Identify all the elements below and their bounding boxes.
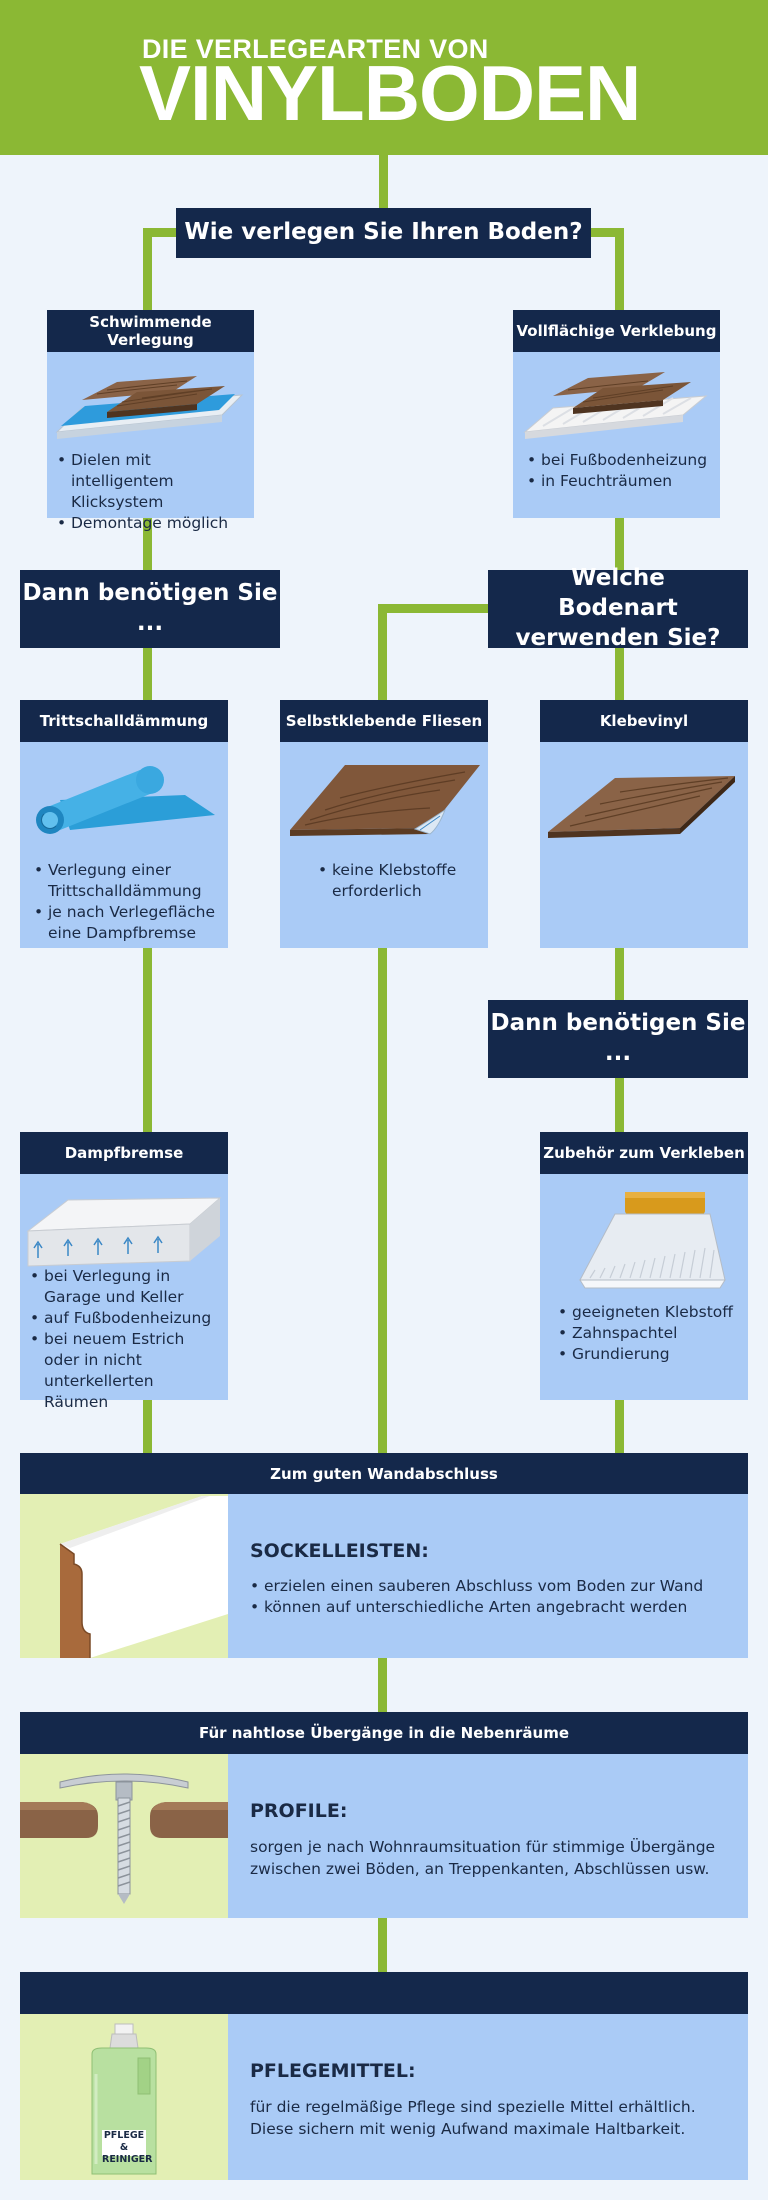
connector-line xyxy=(143,948,152,1132)
floating-bullets: Dielen mit intelligentem Klicksystem Dem… xyxy=(57,450,247,534)
row-transitions-header: Für nahtlose Übergänge in die Nebenräume xyxy=(20,1712,748,1754)
card-glued-header: Vollflächige Verklebung xyxy=(513,310,720,352)
connector-line xyxy=(143,648,152,700)
card-vapor: bei Verlegung in Garage und Keller auf F… xyxy=(20,1174,228,1411)
bullet-item: je nach Verlegefläche eine Dampfbremse xyxy=(34,902,219,944)
transition-profile-illustration xyxy=(20,1773,228,1904)
connector-line xyxy=(615,518,624,570)
row-wall-image-panel xyxy=(20,1494,228,1658)
card-impact-header: Trittschalldämmung xyxy=(20,700,228,742)
glued-floor-illustration xyxy=(523,372,708,439)
connector-line xyxy=(615,1078,624,1132)
wall-title: SOCKELLEISTEN: xyxy=(250,1540,429,1562)
card-vapor-header: Dampfbremse xyxy=(20,1132,228,1174)
adhesive-tile-illustration xyxy=(290,765,480,836)
card-accessories: geeigneten Klebstoff Zahnspachtel Grundi… xyxy=(540,1174,748,1400)
connector-line xyxy=(615,1400,624,1453)
bullet-item: bei Verlegung in Garage und Keller xyxy=(30,1266,222,1308)
connector-line xyxy=(378,604,488,613)
card-gluevinyl-header: Klebevinyl xyxy=(540,700,748,742)
glue-vinyl-illustration xyxy=(548,776,735,838)
notched-trowel-illustration xyxy=(579,1192,726,1289)
bullet-item: Demontage möglich xyxy=(57,513,247,534)
skirting-board-illustration xyxy=(59,1496,228,1658)
care-title: PFLEGEMITTEL: xyxy=(250,2060,416,2082)
bullet-item: können auf unterschiedliche Arten angebr… xyxy=(250,1597,740,1618)
care-text: für die regelmäßige Pflege sind speziell… xyxy=(250,2098,696,2138)
connector-line xyxy=(378,1918,387,1972)
header-title: VINYLBODEN xyxy=(139,49,641,137)
card-floating: Dielen mit intelligentem Klicksystem Dem… xyxy=(47,352,254,534)
connector-line xyxy=(143,228,177,237)
bullet-item: bei Fußbodenheizung xyxy=(527,450,712,471)
header-subtitle: DIE VERLEGEARTEN VON xyxy=(142,34,489,64)
vapor-bullets: bei Verlegung in Garage und Keller auf F… xyxy=(30,1266,222,1413)
transitions-title: PROFILE: xyxy=(250,1800,348,1822)
connector-line xyxy=(615,228,624,310)
row-wall-text-panel: SOCKELLEISTEN: erzielen einen sauberen A… xyxy=(228,1494,748,1658)
bullet-item: geeigneten Klebstoff xyxy=(558,1302,743,1323)
card-selfadhesive: keine Klebstoffe erforderlich xyxy=(280,742,488,948)
card-accessories-header: Zubehör zum Verkleben xyxy=(540,1132,748,1174)
wall-bullets: erzielen einen sauberen Abschluss vom Bo… xyxy=(250,1576,740,1618)
row-transitions-image-panel xyxy=(20,1754,228,1918)
card-floating-header: Schwimmende Verlegung xyxy=(47,310,254,352)
header-banner: DIE VERLEGEARTEN VON VINYLBODEN xyxy=(0,0,768,155)
accessories-bullets: geeigneten Klebstoff Zahnspachtel Grundi… xyxy=(558,1302,743,1365)
row-care-image-panel: PFLEGE & REINIGER xyxy=(20,2014,228,2180)
connector-line xyxy=(379,155,388,210)
connector-line xyxy=(143,228,152,310)
connector-line xyxy=(143,1400,152,1453)
need-box-left: Dann benötigen Sie ... xyxy=(20,570,280,648)
card-glued: bei Fußbodenheizung in Feuchträumen xyxy=(513,352,720,518)
row-care-text-panel: PFLEGEMITTEL: für die regelmäßige Pflege… xyxy=(228,2014,748,2180)
card-impact: Verlegung einer Trittschalldämmung je na… xyxy=(20,742,228,948)
need-box-right: Dann benötigen Sie ... xyxy=(488,1000,748,1078)
card-gluevinyl xyxy=(540,742,748,948)
question-install-method: Wie verlegen Sie Ihren Boden? xyxy=(176,208,591,258)
question-floor-type: Welche Bodenart verwenden Sie? xyxy=(488,565,748,651)
bullet-item: Grundierung xyxy=(558,1344,743,1365)
care-bottle-label: PFLEGE & REINIGER xyxy=(102,2130,153,2165)
insulation-roll-illustration xyxy=(36,766,215,834)
bullet-item: Zahnspachtel xyxy=(558,1323,743,1344)
bullet-item: bei neuem Estrich oder in nicht unterkel… xyxy=(30,1329,222,1413)
connector-line xyxy=(378,948,387,1453)
row-transitions-text-panel: PROFILE: sorgen je nach Wohnraumsituatio… xyxy=(228,1754,748,1918)
bullet-item: keine Klebstoffe erforderlich xyxy=(318,860,478,902)
connector-line xyxy=(590,228,624,237)
connector-line xyxy=(615,948,624,1000)
row-care-header xyxy=(20,1972,748,2014)
bullet-item: Verlegung einer Trittschalldämmung xyxy=(34,860,219,902)
connector-line xyxy=(143,518,152,570)
card-selfadhesive-header: Selbstklebende Fliesen xyxy=(280,700,488,742)
connector-line xyxy=(378,1658,387,1712)
glued-bullets: bei Fußbodenheizung in Feuchträumen xyxy=(527,450,712,492)
bullet-item: auf Fußbodenheizung xyxy=(30,1308,222,1329)
row-wall-header: Zum guten Wandabschluss xyxy=(20,1453,748,1494)
selfadhesive-bullets: keine Klebstoffe erforderlich xyxy=(318,860,478,902)
connector-line xyxy=(615,648,624,700)
bullet-item: Dielen mit intelligentem Klicksystem xyxy=(57,450,247,513)
bullet-item: in Feuchträumen xyxy=(527,471,712,492)
connector-line xyxy=(378,604,387,700)
vapor-barrier-illustration xyxy=(26,1197,222,1267)
bullet-item: erzielen einen sauberen Abschluss vom Bo… xyxy=(250,1576,740,1597)
transitions-text: sorgen je nach Wohnraumsituation für sti… xyxy=(250,1838,716,1878)
impact-bullets: Verlegung einer Trittschalldämmung je na… xyxy=(34,860,219,944)
floating-floor-illustration xyxy=(55,376,244,439)
